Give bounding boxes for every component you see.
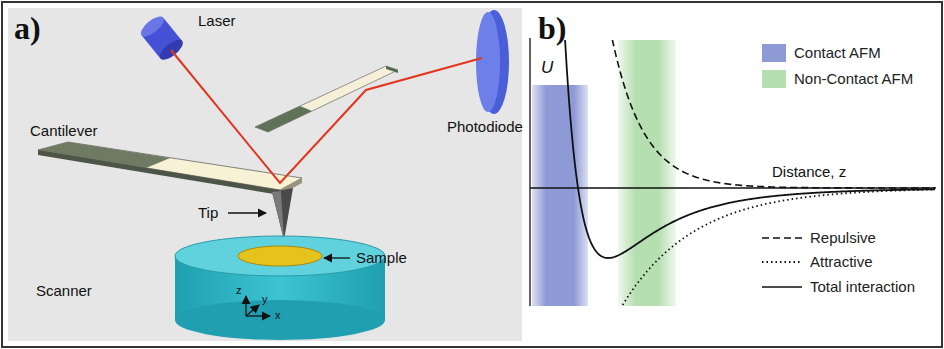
tip-pointer xyxy=(228,212,266,213)
legend-entry: Contact AFM xyxy=(762,44,942,62)
laser-beam xyxy=(171,50,482,183)
axis-label: x xyxy=(275,309,281,322)
part-label: Photodiode xyxy=(447,118,523,135)
panel-label: a) xyxy=(14,10,41,47)
legend-entry: Non-Contact AFM xyxy=(762,70,942,88)
legend-text: Contact AFM xyxy=(794,44,881,62)
legend-entry: Total interaction xyxy=(762,278,942,296)
panel-label: b) xyxy=(538,10,566,47)
noncontact-band xyxy=(618,40,676,306)
axis-label: U xyxy=(541,58,553,78)
part-label: Cantilever xyxy=(30,122,98,139)
mirror xyxy=(255,66,398,132)
z-axis xyxy=(245,296,246,316)
part-label: Sample xyxy=(356,249,407,266)
sample-symbol xyxy=(238,246,322,266)
mirror-edge xyxy=(386,66,398,73)
cantilever-edge xyxy=(38,150,280,195)
total-sample xyxy=(762,286,802,288)
part-label: Laser xyxy=(198,12,236,29)
potential-curves xyxy=(560,40,935,306)
attractive-curve xyxy=(618,190,935,306)
scanner-top xyxy=(175,236,385,276)
scanner-bottom xyxy=(175,300,385,340)
legend-text: Non-Contact AFM xyxy=(794,70,913,88)
total-curve xyxy=(560,40,935,258)
part-label: Scanner xyxy=(36,282,92,299)
laser-symbol xyxy=(138,13,186,63)
repulsive-sample xyxy=(762,237,802,239)
axis-label: z xyxy=(236,284,242,297)
tip-symbol xyxy=(272,188,293,240)
attractive-sample xyxy=(762,261,802,263)
distance-axis xyxy=(530,187,936,188)
energy-axis xyxy=(529,38,530,306)
photodiode-face xyxy=(476,12,500,112)
mirror-end xyxy=(255,106,312,132)
repulsive-curve xyxy=(606,40,935,188)
legend-swatch xyxy=(762,70,786,88)
legend-text: Attractive xyxy=(810,253,873,271)
axis-label: y xyxy=(262,293,268,306)
legend-entry: Attractive xyxy=(762,253,942,271)
y-axis xyxy=(246,305,259,316)
legend-text: Total interaction xyxy=(810,278,915,296)
part-label: Tip xyxy=(198,204,218,221)
sample-pointer xyxy=(324,257,350,258)
legend-entry: Repulsive xyxy=(762,229,942,247)
panel-a-ground xyxy=(8,8,522,341)
x-axis xyxy=(246,315,270,316)
legend-text: Repulsive xyxy=(810,229,876,247)
cantilever xyxy=(38,142,302,190)
axis-label: Distance, z xyxy=(772,163,846,180)
tip-face xyxy=(272,191,284,240)
legend-swatch xyxy=(762,44,786,62)
laser-end xyxy=(138,13,167,40)
